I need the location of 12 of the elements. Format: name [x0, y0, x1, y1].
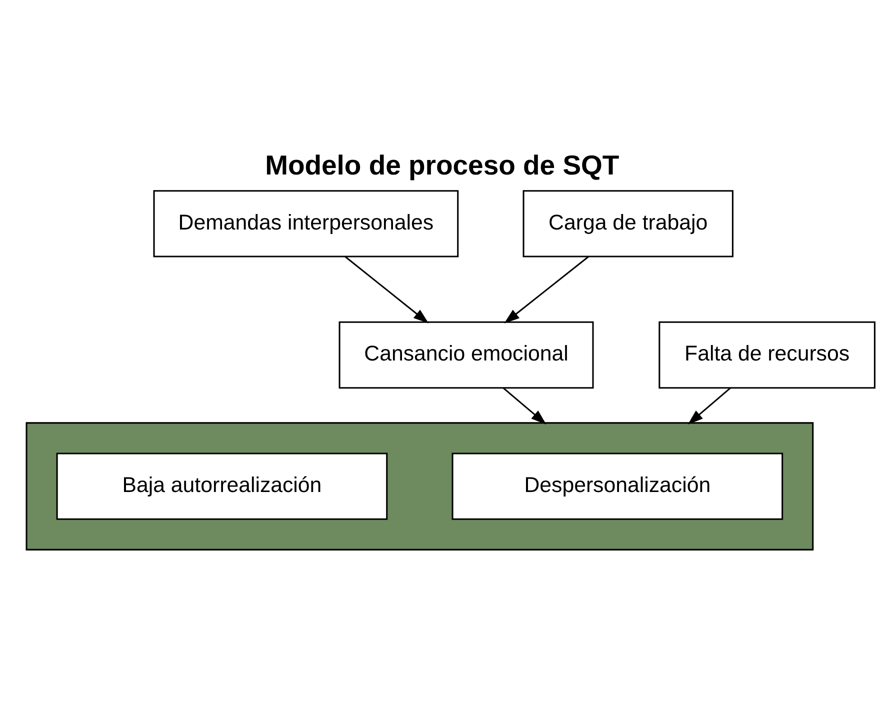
node-box: Carga de trabajo [522, 190, 734, 258]
diagram-title: Modelo de proceso de SQT [265, 150, 620, 181]
arrow [502, 387, 546, 424]
arrow [504, 256, 589, 324]
arrow [688, 387, 731, 424]
cluster [26, 422, 814, 550]
node-box: Demandas interpersonales [153, 190, 459, 258]
arrow [344, 256, 429, 324]
node-box: Baja autorrealización [56, 452, 388, 520]
node-box: Cansancio emocional [338, 321, 594, 389]
node-box: Despersonalización [452, 452, 784, 520]
node-box: Falta de recursos [658, 321, 876, 389]
